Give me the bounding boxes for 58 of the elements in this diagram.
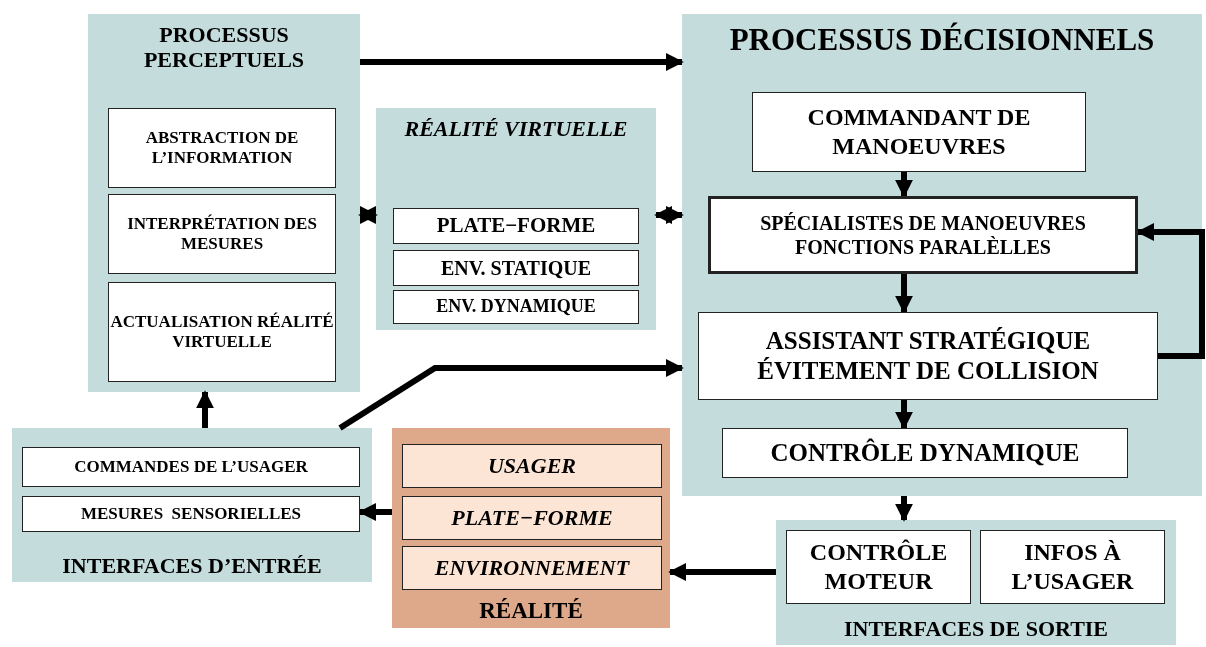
- arrow: [358, 503, 392, 521]
- arrow: [895, 496, 913, 522]
- group-panel: [682, 14, 1202, 496]
- node-text: ACTUALISATION RÉALITÉ VIRTUELLE: [109, 311, 335, 353]
- process-box: [708, 196, 1138, 274]
- process-box: [786, 530, 971, 604]
- arrow: [196, 390, 214, 428]
- process-box: [108, 194, 336, 274]
- node-text: ENV. DYNAMIQUE: [436, 296, 596, 318]
- arrow: [654, 206, 684, 224]
- node-text: ASSISTANT STRATÉGIQUE ÉVITEMENT DE COLLISION: [756, 326, 1100, 386]
- process-box: [393, 250, 639, 286]
- group-title: PROCESSUS DÉCISIONNELS: [728, 22, 1156, 58]
- node-text: COMMANDANT DE MANOEUVRES: [806, 103, 1032, 161]
- node-text: PLATE−FORME: [451, 504, 613, 532]
- node-text: COMMANDES DE L’USAGER: [74, 456, 308, 478]
- node-text: SPÉCIALISTES DE MANOEUVRES FONCTIONS PARALÈLLES: [759, 211, 1087, 259]
- group-title: INTERFACES DE SORTIE: [842, 615, 1110, 641]
- arrow: [338, 359, 684, 431]
- node-text: ABSTRACTION DE L’INFORMATION: [144, 127, 300, 169]
- process-box: [108, 108, 336, 188]
- node-text: INFOS À L’USAGER: [1010, 538, 1135, 596]
- node-text: USAGER: [487, 452, 576, 480]
- arrow: [358, 206, 378, 224]
- group-title: PROCESSUS PERCEPTUELS: [142, 22, 306, 73]
- group-title: RÉALITÉ VIRTUELLE: [403, 116, 629, 142]
- process-box: [402, 444, 662, 488]
- arrow: [895, 400, 913, 430]
- arrow: [895, 274, 913, 314]
- process-box: [402, 546, 662, 590]
- process-box: [402, 496, 662, 540]
- group-panel: [392, 428, 670, 628]
- node-text: PLATE−FORME: [436, 213, 596, 239]
- group-panel: [776, 520, 1176, 645]
- process-box: [980, 530, 1165, 604]
- arrow: [895, 172, 913, 198]
- node-text: ENVIRONNEMENT: [434, 554, 630, 582]
- process-box: [393, 208, 639, 244]
- node-text: CONTRÔLE DYNAMIQUE: [770, 438, 1080, 468]
- node-text: INTERPRÉTATION DES MESURES: [126, 213, 318, 255]
- group-title: RÉALITÉ: [478, 597, 584, 624]
- arrow: [1136, 223, 1205, 359]
- group-panel: [88, 14, 360, 392]
- process-box: [698, 312, 1158, 400]
- process-box: [393, 290, 639, 324]
- group-panel: [376, 108, 656, 330]
- group-title: INTERFACES D’ENTRÉE: [61, 552, 323, 578]
- process-box: [752, 92, 1086, 172]
- process-box: [108, 282, 336, 382]
- process-box: [722, 428, 1128, 478]
- arrow: [360, 53, 684, 71]
- node-text: ENV. STATIQUE: [440, 256, 592, 280]
- node-text: MESURES SENSORIELLES: [80, 503, 302, 525]
- node-text: CONTRÔLE MOTEUR: [808, 538, 949, 596]
- arrow: [668, 563, 776, 581]
- group-panel: [12, 428, 372, 582]
- process-box: [22, 496, 360, 532]
- process-box: [22, 447, 360, 487]
